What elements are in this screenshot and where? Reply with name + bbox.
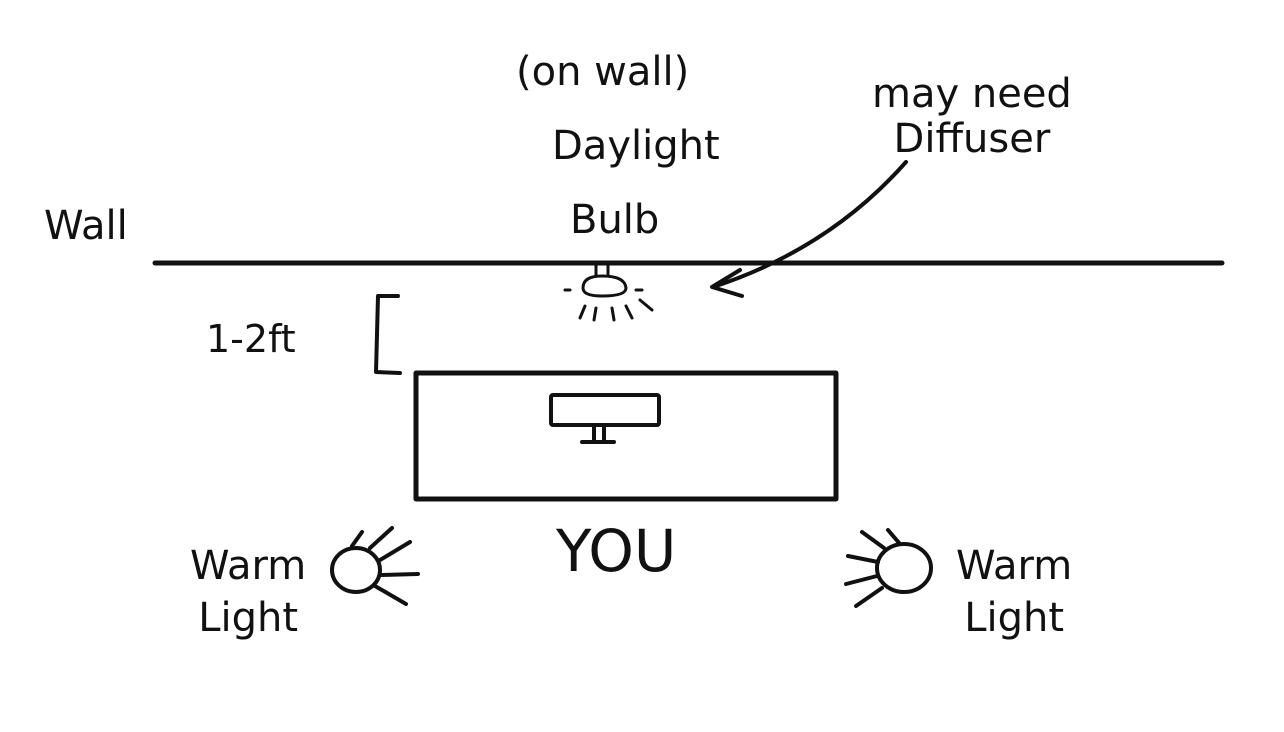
desk <box>413 370 839 502</box>
monitor-icon <box>549 393 661 444</box>
bulb-note: (on wall) <box>516 49 690 95</box>
warm-light-icon <box>330 526 420 606</box>
diffuser-note-line1: may need <box>872 71 1072 117</box>
diffuser-note: may need Diffuser <box>872 72 1072 162</box>
bulb-label-line2: Bulb <box>570 197 660 243</box>
distance-label: 1-2ft <box>206 317 296 361</box>
warm-light-icon-right <box>844 528 933 608</box>
warm-light-right-line1: Warm <box>956 543 1073 589</box>
wall-label: Wall <box>44 203 128 249</box>
warm-light-right-line2: Light <box>964 595 1065 641</box>
warm-light-left-line1: Warm <box>190 543 307 589</box>
bulb-label-line1: Daylight <box>552 123 720 169</box>
warm-light-right-label: Warm Light <box>956 540 1072 644</box>
warm-light-left-line2: Light <box>198 595 299 641</box>
diffuser-note-line2: Diffuser <box>893 115 1051 162</box>
arrow-icon <box>710 160 908 298</box>
daylight-bulb-icon <box>563 262 654 322</box>
person-label: YOU <box>556 517 677 585</box>
distance-bracket <box>374 294 402 375</box>
warm-light-left-label: Warm Light <box>190 540 306 644</box>
